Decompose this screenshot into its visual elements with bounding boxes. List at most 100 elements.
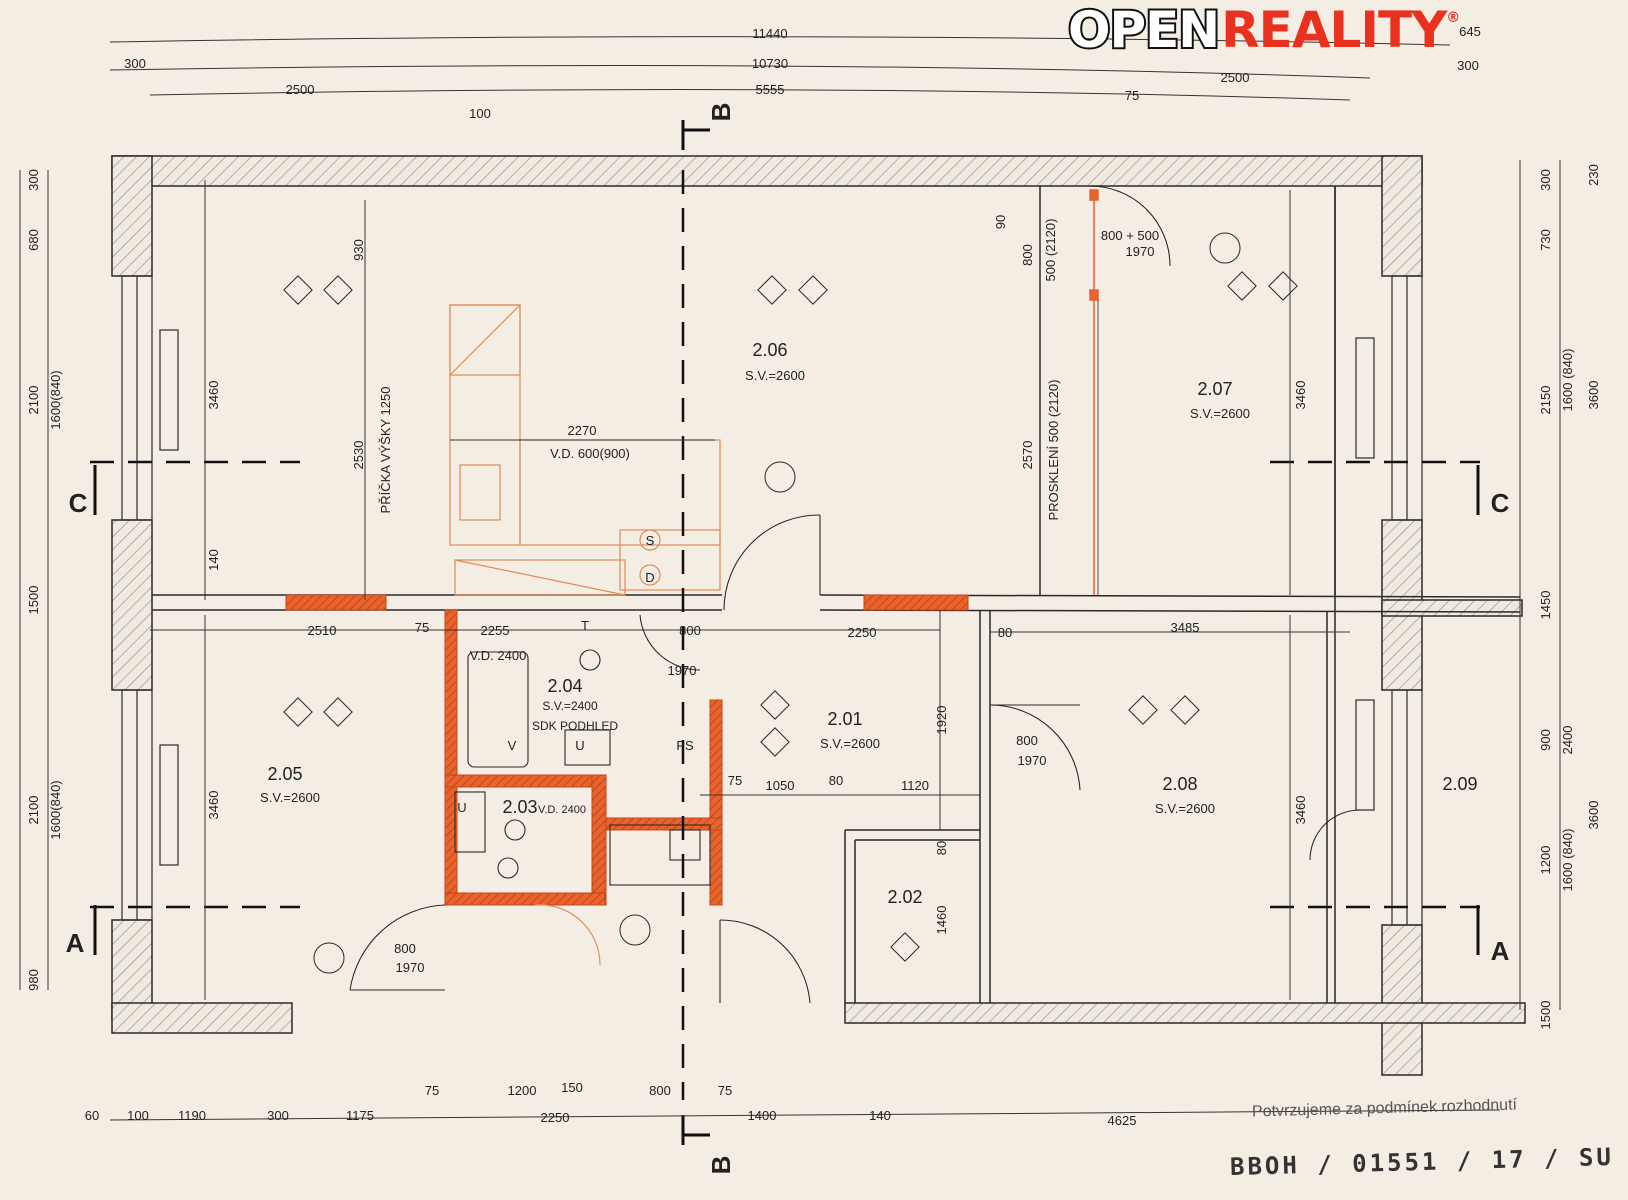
room-label-2-06: 2.06 [752, 340, 787, 360]
section-c-left: C [69, 488, 88, 518]
dim-top-300-right: 300 [1457, 58, 1479, 73]
room-label-2-07: 2.07 [1197, 379, 1232, 399]
u-label-2: U [457, 800, 466, 815]
dim-140: 140 [206, 549, 221, 571]
room-label-2-03: 2.03 [502, 797, 537, 817]
dim-top-100: 100 [469, 106, 491, 121]
dim-right-2400: 2400 [1560, 726, 1575, 755]
door-height: 1970 [1018, 753, 1047, 768]
dim-bottom-4625: 4625 [1108, 1113, 1137, 1128]
dim-left-1600b: 1600(840) [48, 780, 63, 839]
door-swings [349, 185, 1361, 1004]
room-label-2-09: 2.09 [1442, 774, 1477, 794]
u-label: U [575, 738, 584, 753]
dim-top-total: 11440 [752, 26, 787, 41]
t-label: T [581, 618, 589, 633]
dimension-text: 11440 10730 300 2500 5555 100 75 2500 64… [85, 24, 1481, 1128]
section-c-right: C [1491, 488, 1510, 518]
dim-3485: 3485 [1171, 620, 1200, 635]
dim-left-2100b: 2100 [26, 796, 41, 825]
dim-top-645: 645 [1459, 24, 1481, 39]
dim-right-1600a: 1600 (840) [1560, 349, 1575, 412]
dim-3460d: 3460 [1293, 796, 1308, 825]
section-letters: B B C C A A [66, 103, 1510, 1175]
dim-bottom-1175: 1175 [346, 1108, 374, 1123]
dim-top-10730: 10730 [752, 56, 788, 71]
room-label-2-04-sv: S.V.=2400 [542, 699, 598, 713]
dim-right-3600b: 3600 [1586, 801, 1601, 830]
logo-registered: ® [1446, 10, 1460, 26]
room-labels: 2.06 S.V.=2600 2.07 S.V.=2600 2.05 S.V.=… [260, 340, 1477, 907]
dim-bottom-1190: 1190 [178, 1108, 206, 1123]
dim-left-980: 980 [26, 969, 41, 991]
dim-left-680: 680 [26, 229, 41, 251]
dim-2530: 2530 [351, 441, 366, 470]
dim-right-2150: 2150 [1538, 386, 1553, 415]
vertical-dimension-text: 300 680 2100 1600(840) 1500 2100 1600(84… [26, 164, 1601, 1029]
door-glass: 800 + 500 [1101, 228, 1159, 243]
dim-bottom-1200: 1200 [508, 1083, 537, 1098]
dim-right-3600a: 3600 [1586, 381, 1601, 410]
dim-500-2120: 500 (2120) [1043, 219, 1058, 282]
glazing-partition [1089, 189, 1099, 595]
section-b-bottom: B [706, 1156, 736, 1175]
dim-3460b: 3460 [206, 791, 221, 820]
dim-75: 75 [415, 620, 429, 635]
room-label-2-08: 2.08 [1162, 774, 1197, 794]
dim-2510: 2510 [308, 623, 337, 638]
door-height-3: 1970 [1126, 244, 1155, 259]
section-a-right: A [1491, 936, 1510, 966]
dim-bath-vd: V.D. 2400 [470, 648, 527, 663]
dim-2570: 2570 [1020, 441, 1035, 470]
dim-90: 90 [993, 215, 1008, 229]
dim-1920: 1920 [934, 706, 949, 735]
new-walls [285, 594, 969, 906]
dim-kitchen-vd: V.D. 600(900) [550, 446, 630, 461]
room-label-2-05: 2.05 [267, 764, 302, 784]
dim-bottom-75b: 75 [718, 1083, 732, 1098]
appliance-labels: S D T U V PS U [457, 533, 694, 815]
dim-80b: 80 [829, 773, 843, 788]
room-label-2-01-sv: S.V.=2600 [820, 736, 880, 751]
dim-top-75: 75 [1125, 88, 1139, 103]
dim-bottom-100: 100 [127, 1108, 149, 1123]
dim-top-2500-right: 2500 [1221, 70, 1250, 85]
dim-3460c: 3460 [1293, 381, 1308, 410]
door-height-4: 1970 [668, 663, 697, 678]
room-label-2-02: 2.02 [887, 887, 922, 907]
door-height-2: 1970 [396, 960, 425, 975]
logo: OPEN REALITY ® [1066, 0, 1460, 61]
dim-2255: 2255 [481, 623, 510, 638]
room-label-2-03-vd: V.D. 2400 [538, 804, 586, 816]
dim-right-1200: 1200 [1538, 846, 1553, 875]
logo-reality: REALITY [1221, 1, 1447, 59]
dim-left-1600a: 1600(840) [48, 370, 63, 429]
dim-right-1500: 1500 [1538, 1001, 1553, 1030]
dim-left-2100: 2100 [26, 386, 41, 415]
dim-right-900: 900 [1538, 729, 1553, 751]
door-width-2: 800 [394, 941, 416, 956]
dim-80-vert: 80 [934, 841, 949, 855]
room-label-2-06-sv: S.V.=2600 [745, 368, 805, 383]
dim-right-230: 230 [1586, 164, 1601, 186]
dim-bottom-60: 60 [85, 1108, 99, 1123]
room-label-2-07-sv: S.V.=2600 [1190, 406, 1250, 421]
dim-left-300: 300 [26, 169, 41, 191]
dishwasher-label: D [645, 570, 654, 585]
dim-80: 80 [998, 625, 1012, 640]
sink-label: S [646, 533, 655, 548]
door-width: 800 [1016, 733, 1038, 748]
prosk-label: PROSKLENÍ 500 (2120) [1046, 380, 1061, 521]
dim-930: 930 [351, 239, 366, 261]
dim-top-2500-left: 2500 [286, 82, 315, 97]
dim-bottom-1400: 1400 [748, 1108, 777, 1123]
dim-bottom-800: 800 [649, 1083, 671, 1098]
room-label-2-08-sv: S.V.=2600 [1155, 801, 1215, 816]
bath-fixtures [454, 649, 711, 886]
dim-left-1500: 1500 [26, 586, 41, 615]
door-width-3: 800 [679, 623, 701, 638]
outer-walls [111, 155, 1526, 1076]
dim-bottom-150: 150 [561, 1080, 583, 1095]
dim-kitchen-2270: 2270 [568, 423, 597, 438]
